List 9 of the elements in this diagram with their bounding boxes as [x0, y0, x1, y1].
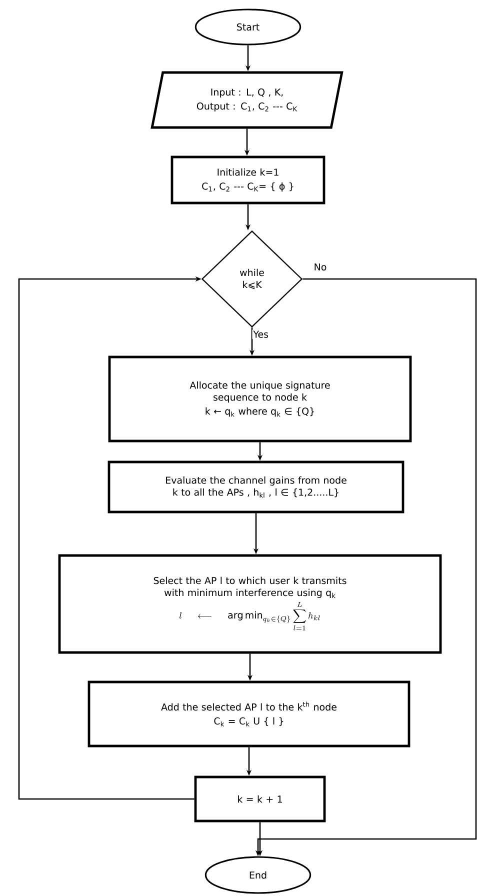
process-box: k = k + 1 — [194, 776, 326, 822]
io-parallelogram: Input : L, Q , K, Output : C$_{1}$, C$_{2}$ --- C$_{K}$ — [150, 71, 344, 129]
process-box: Allocate the unique signature sequence to node k k ← q$_{k}$ where q$_{k}$ ∈ {Q} — [108, 356, 412, 442]
edge-label: No — [312, 262, 328, 272]
process-box: Initialize k=1 C$_{1}$, C$_{2}$ --- C$_{K}$= { ϕ } — [170, 156, 326, 204]
edge-label: Yes — [252, 330, 270, 339]
process-box: Select the AP l to which user k transmits with minimum interference using q$_{k}$ $l \longleftarrow \mathrm{arg\,min}_{q_k \in \{Q\}} \sum_{l=1}^{L} h_{kl}$ — [58, 554, 442, 654]
process-box: Evaluate the channel gains from node k to all the APs , h$_{kl}$ , l ∈ {1,2.....L} — [108, 460, 404, 514]
process-box: Add the selected AP l to the k$^{th}$ node C$_{k}$ = C$_{k}$ U { l } — [88, 680, 410, 748]
